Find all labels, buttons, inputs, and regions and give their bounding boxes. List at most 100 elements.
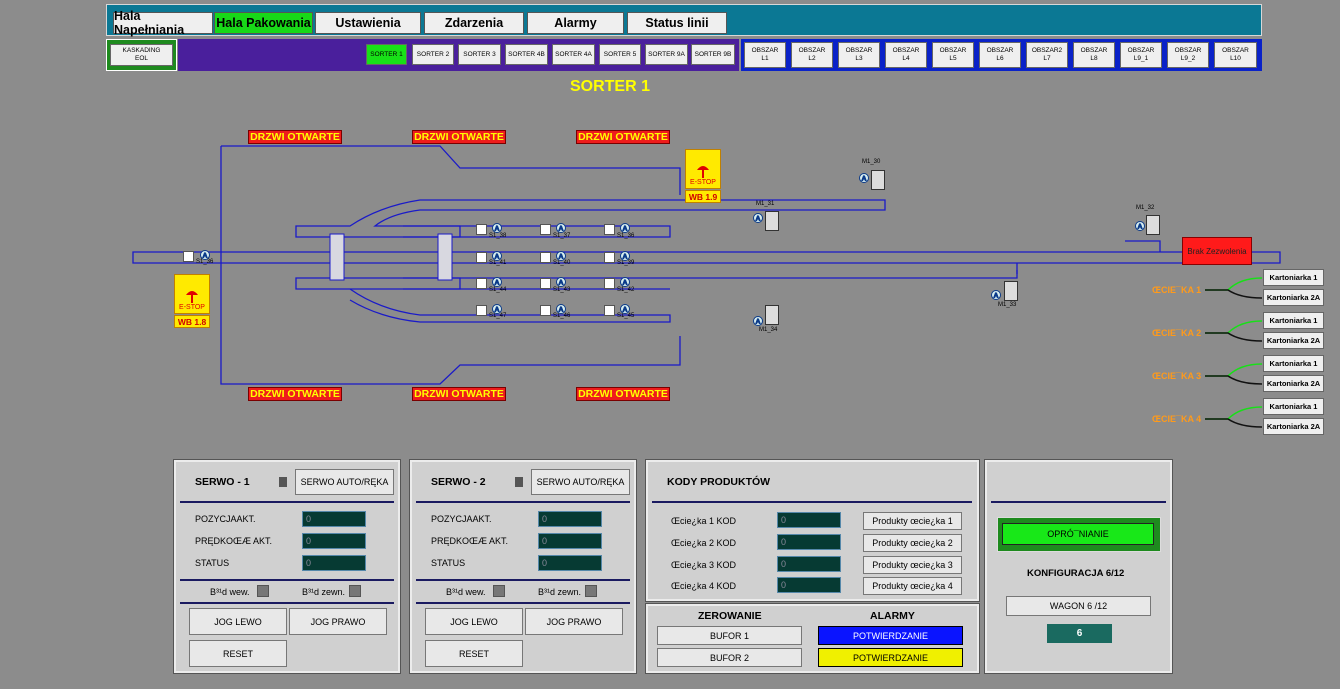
wagon-value: 6	[1047, 624, 1112, 643]
motor-label: M1_32	[1136, 205, 1155, 211]
err-int-label: B³¹d wew.	[210, 587, 250, 597]
sorter-3-button[interactable]: SORTER 3	[458, 44, 501, 65]
estop-wb19[interactable]: E-STOP WB 1.9	[685, 149, 721, 203]
kod-3-label: Œcie¿ka 3 KOD	[671, 560, 737, 570]
sorter-4b-button[interactable]: SORTER 4B	[505, 44, 548, 65]
serwo-2-auto-reka-button[interactable]: SERWO AUTO/RĘKA	[531, 469, 630, 495]
motor-icon	[765, 211, 779, 231]
sensor-block	[476, 278, 487, 289]
obszar-l8-button[interactable]: OBSZAR L8	[1073, 42, 1115, 68]
sensor-block	[476, 252, 487, 263]
obszar-l10-button[interactable]: OBSZAR L10	[1214, 42, 1257, 68]
status-value: 0	[538, 555, 602, 571]
pozycja-label: POZYCJAAKT.	[195, 514, 256, 524]
predkosc-value: 0	[538, 533, 602, 549]
produkty-lane-1-button[interactable]: Produkty œcie¿ka 1	[863, 512, 962, 530]
pozycja-label: POZYCJAAKT.	[431, 514, 492, 524]
jog-left-button[interactable]: JOG LEWO	[189, 608, 287, 635]
jog-right-button[interactable]: JOG PRAWO	[289, 608, 387, 635]
obszar-l5-button[interactable]: OBSZAR L5	[932, 42, 974, 68]
kod-1-label: Œcie¿ka 1 KOD	[671, 516, 737, 526]
jog-left-button[interactable]: JOG LEWO	[425, 608, 523, 635]
kartoniarka-1-button[interactable]: Kartoniarka 1	[1263, 398, 1324, 415]
produkty-lane-4-button[interactable]: Produkty œcie¿ka 4	[863, 577, 962, 595]
reset-button[interactable]: RESET	[425, 640, 523, 667]
obszar-l7-button[interactable]: OBSZAR2 L7	[1026, 42, 1068, 68]
door-open-alarm: DRZWI OTWARTE	[412, 387, 506, 401]
reset-button[interactable]: RESET	[189, 640, 287, 667]
alarm-ack-blue-button[interactable]: POTWIERDZANIE	[818, 626, 963, 645]
brak-zezwolenia-status: Brak Zezwolenia	[1182, 237, 1252, 265]
sensor-block	[476, 305, 487, 316]
sorter-1-button[interactable]: SORTER 1	[366, 44, 407, 65]
sorter-4a-button[interactable]: SORTER 4A	[552, 44, 595, 65]
kody-produktow-panel: KODY PRODUKTÓW Œcie¿ka 1 KOD 0 Produkty …	[645, 459, 980, 602]
sorter-9b-button[interactable]: SORTER 9B	[691, 44, 735, 65]
kartoniarka-2a-button[interactable]: Kartoniarka 2A	[1263, 289, 1324, 306]
obszar-l9-1-button[interactable]: OBSZAR L9_1	[1120, 42, 1162, 68]
obszar-l4-button[interactable]: OBSZAR L4	[885, 42, 927, 68]
produkty-lane-2-button[interactable]: Produkty œcie¿ka 2	[863, 534, 962, 552]
konfiguracja-panel: OPRÓ¯NIANIE KONFIGURACJA 6/12 WAGON 6 /1…	[984, 459, 1173, 674]
door-open-alarm: DRZWI OTWARTE	[576, 130, 670, 144]
err-ext-label: B³¹d zewn.	[538, 587, 582, 597]
serwo-1-panel: SERWO - 1 SERWO AUTO/RĘKA POZYCJAAKT. 0 …	[173, 459, 401, 674]
sorter-2-button[interactable]: SORTER 2	[412, 44, 454, 65]
tab-hala-napelniania[interactable]: Hala Napełniania	[113, 9, 213, 37]
divider	[180, 501, 394, 503]
obszar-l2-button[interactable]: OBSZAR L2	[791, 42, 833, 68]
sensor-label: S1_36	[617, 233, 635, 239]
estop-label: E-STOP	[179, 304, 205, 311]
serwo-1-auto-reka-button[interactable]: SERWO AUTO/RĘKA	[295, 469, 394, 495]
wagon-button[interactable]: WAGON 6 /12	[1006, 596, 1151, 616]
bufor-2-reset-button[interactable]: BUFOR 2	[657, 648, 802, 667]
motor-icon	[765, 305, 779, 325]
divider	[180, 602, 394, 604]
obszar-l9-2-button[interactable]: OBSZAR L9_2	[1167, 42, 1209, 68]
predkosc-label: PRĘDKOŒÆ AKT.	[431, 536, 509, 546]
kody-title: KODY PRODUKTÓW	[667, 476, 771, 488]
obszar-l1-button[interactable]: OBSZAR L1	[744, 42, 786, 68]
sensor-block	[604, 278, 615, 289]
door-open-alarm: DRZWI OTWARTE	[412, 130, 506, 144]
sensor-label: S1_39	[617, 260, 635, 266]
door-open-alarm: DRZWI OTWARTE	[248, 130, 342, 144]
bufor-1-reset-button[interactable]: BUFOR 1	[657, 626, 802, 645]
kartoniarka-2a-button[interactable]: Kartoniarka 2A	[1263, 375, 1324, 392]
servo-icon	[515, 477, 523, 487]
jog-right-button[interactable]: JOG PRAWO	[525, 608, 623, 635]
kod-2-value: 0	[777, 534, 841, 550]
status-label: STATUS	[431, 558, 466, 568]
kartoniarka-2a-button[interactable]: Kartoniarka 2A	[1263, 332, 1324, 349]
divider	[416, 579, 630, 581]
door-open-alarm: DRZWI OTWARTE	[576, 387, 670, 401]
divider	[416, 602, 630, 604]
kartoniarka-2a-button[interactable]: Kartoniarka 2A	[1263, 418, 1324, 435]
sensor-block	[540, 252, 551, 263]
lane-2-label: ŒCIE¯KA 2	[1152, 328, 1202, 338]
tab-status-linii[interactable]: Status linii	[627, 12, 727, 34]
alarm-ack-yellow-button[interactable]: POTWIERDZANIE	[818, 648, 963, 667]
kartoniarka-1-button[interactable]: Kartoniarka 1	[1263, 269, 1324, 286]
sorter-5-button[interactable]: SORTER 5	[599, 44, 641, 65]
tab-hala-pakowania[interactable]: Hala Pakowania	[214, 12, 313, 34]
sensor-label: S1_45	[617, 313, 635, 319]
tab-zdarzenia[interactable]: Zdarzenia	[424, 12, 524, 34]
sorter-bar: SORTER 1 SORTER 2 SORTER 3 SORTER 4B SOR…	[178, 39, 739, 71]
sensor-block	[540, 224, 551, 235]
oproznianie-button[interactable]: OPRÓ¯NIANIE	[1002, 523, 1154, 545]
produkty-lane-3-button[interactable]: Produkty œcie¿ka 3	[863, 556, 962, 574]
motor-label: M1_30	[862, 159, 881, 165]
predkosc-value: 0	[302, 533, 366, 549]
estop-wb18[interactable]: E-STOP WB 1.8	[174, 274, 210, 328]
kaskading-eol-button[interactable]: KASKADING EOL	[110, 44, 173, 66]
obszar-l3-button[interactable]: OBSZAR L3	[838, 42, 880, 68]
obszar-l6-button[interactable]: OBSZAR L6	[979, 42, 1021, 68]
tab-ustawienia[interactable]: Ustawienia	[315, 12, 421, 34]
tab-alarmy[interactable]: Alarmy	[527, 12, 624, 34]
kartoniarka-1-button[interactable]: Kartoniarka 1	[1263, 312, 1324, 329]
status-label: STATUS	[195, 558, 230, 568]
kartoniarka-1-button[interactable]: Kartoniarka 1	[1263, 355, 1324, 372]
sorter-9a-button[interactable]: SORTER 9A	[645, 44, 688, 65]
err-int-indicator	[257, 585, 269, 597]
